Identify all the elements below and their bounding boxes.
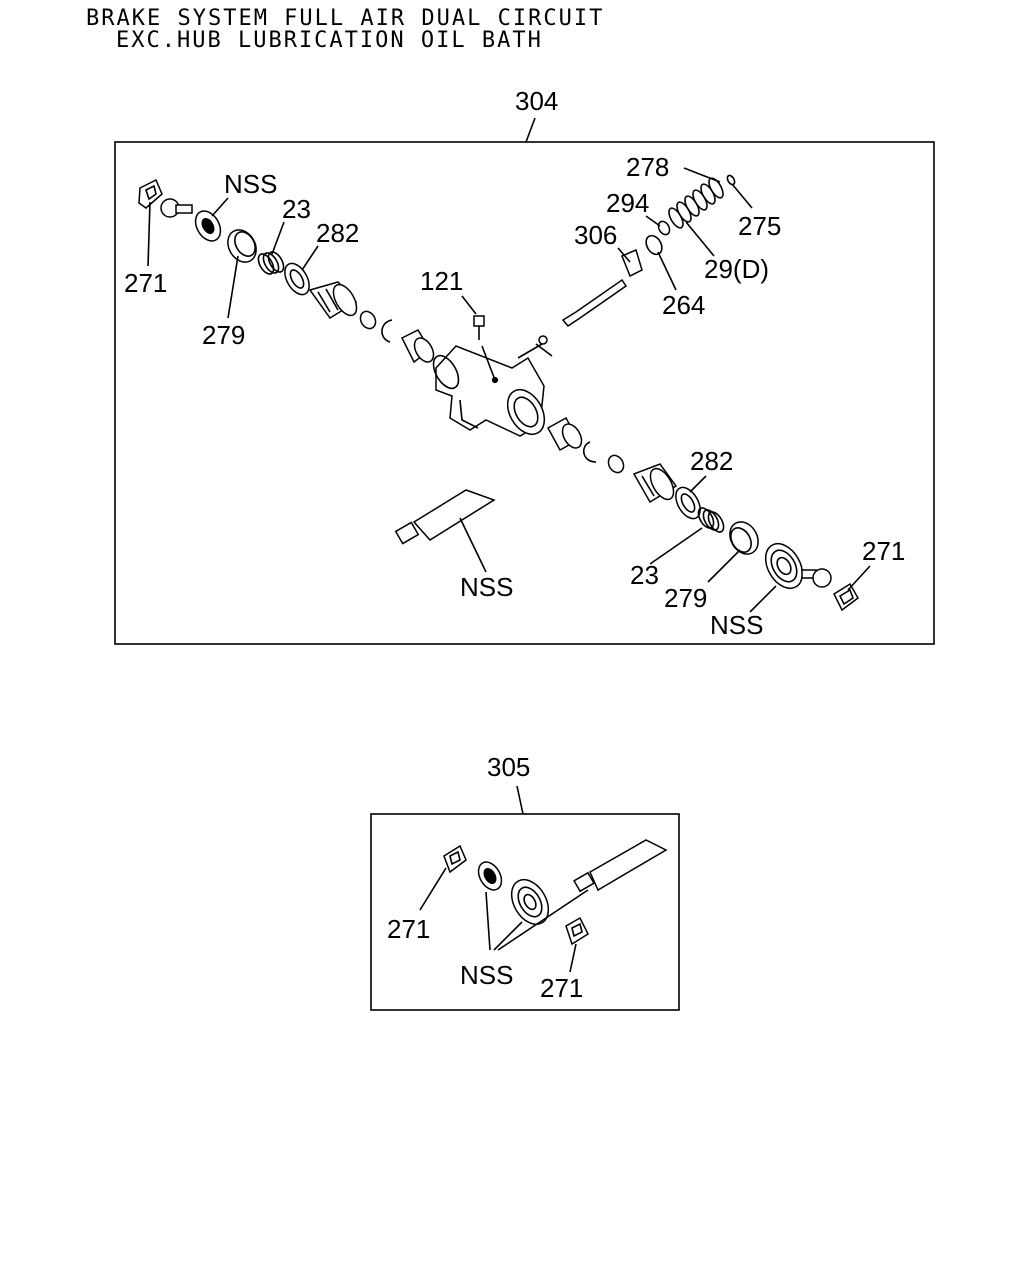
spring-23-right-part[interactable] [695,505,726,534]
ring-264-part[interactable] [643,233,665,257]
circlip-right-part[interactable] [583,441,597,463]
label-nss-top[interactable]: NSS [224,169,277,199]
screw-part-right[interactable] [801,568,832,588]
assembly-305: 305 271 NSS 271 [370,752,680,1011]
spring-23-left-part[interactable] [255,249,286,276]
assembly-304: 304 [114,86,935,645]
seal-nss-kit-large-part[interactable] [504,873,556,931]
label-294[interactable]: 294 [606,188,649,218]
boot-306-part[interactable] [621,248,643,278]
seal-nss-left-part[interactable] [190,207,225,246]
grease-tube-nss-part[interactable] [394,489,496,545]
screw-121-part[interactable] [473,315,485,340]
cap-279-left-part[interactable] [222,225,262,267]
label-23-bottom[interactable]: 23 [630,560,659,590]
seal-nss-kit-small-part[interactable] [474,858,506,894]
label-275[interactable]: 275 [738,211,781,241]
assembly-305-leader [516,785,524,815]
assembly-305-ref[interactable]: 305 [487,752,530,782]
ring-right-part[interactable] [605,453,626,476]
assembly-305-frame [370,813,680,1011]
diagram-title-line-1: BRAKE SYSTEM FULL AIR DUAL CIRCUIT [86,6,605,31]
clip-271-kit-part[interactable] [443,844,467,874]
circlip-left-part[interactable] [381,319,393,343]
label-271-right[interactable]: 271 [862,536,905,566]
cap-279-right-part[interactable] [724,517,764,559]
piston-right-part[interactable] [632,463,678,504]
label-271-kit-left[interactable]: 271 [387,914,430,944]
label-306[interactable]: 306 [574,220,617,250]
clip-271-left-part[interactable] [138,178,163,209]
fitting-small-part[interactable] [517,335,553,359]
clip-271-kit-bottom-part[interactable] [565,916,589,946]
nut-right-part[interactable] [546,416,585,452]
assembly-304-ref[interactable]: 304 [515,86,558,116]
label-278[interactable]: 278 [626,152,669,182]
washer-282-left-part[interactable] [280,259,314,298]
seal-nss-right-part[interactable] [758,537,810,595]
label-279-left[interactable]: 279 [202,320,245,350]
label-271-kit-bottom[interactable]: 271 [540,973,583,1003]
label-23-top[interactable]: 23 [282,194,311,224]
grease-tube-kit-part[interactable] [573,839,668,893]
label-279-bottom[interactable]: 279 [664,583,707,613]
label-29d[interactable]: 29(D) [704,254,769,284]
label-nss-bottom[interactable]: NSS [710,610,763,640]
label-282-bottom[interactable]: 282 [690,446,733,476]
assembly-304-leader [525,117,536,143]
nut-left-part[interactable] [400,329,437,365]
label-nss-kit[interactable]: NSS [460,960,513,990]
piston-left-part[interactable] [308,281,361,320]
assembly-304-frame [114,141,935,645]
label-282-top[interactable]: 282 [316,218,359,248]
clip-271-right-part[interactable] [833,582,859,612]
label-264[interactable]: 264 [662,290,705,320]
valve-body-part[interactable] [428,345,552,441]
screw-part-left[interactable] [160,198,193,218]
ring-275-part[interactable] [726,174,736,186]
label-nss-tube[interactable]: NSS [460,572,513,602]
washer-282-right-part[interactable] [671,483,705,522]
label-271-left[interactable]: 271 [124,268,167,298]
spring-29d-part[interactable] [666,176,726,230]
diagram-title-line-2: EXC.HUB LUBRICATION OIL BATH [116,28,543,53]
label-121[interactable]: 121 [420,266,463,296]
oring-294-part[interactable] [656,219,672,236]
ring-left-part[interactable] [357,309,378,332]
push-rod-part[interactable] [561,278,628,327]
